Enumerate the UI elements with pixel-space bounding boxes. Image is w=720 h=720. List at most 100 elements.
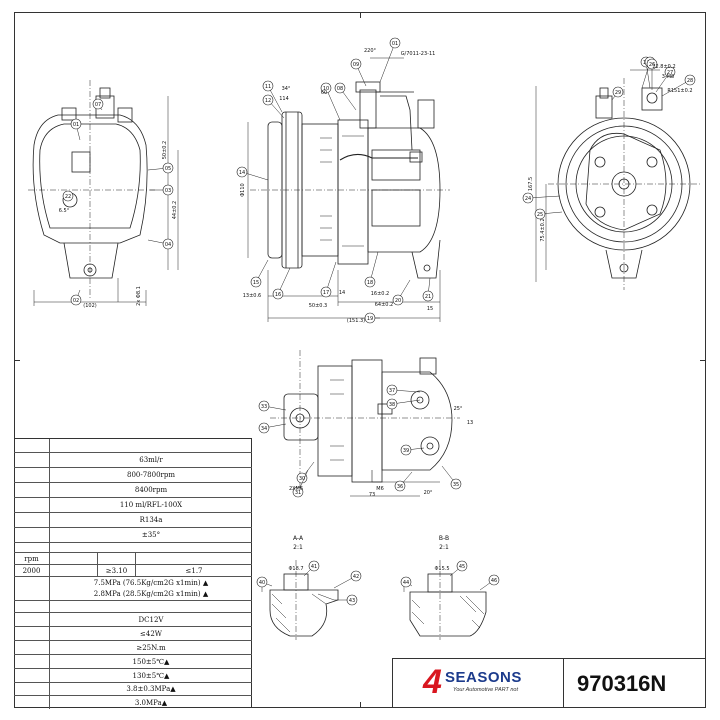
callout-number: 37: [389, 388, 395, 394]
callout-number: 03: [165, 188, 171, 194]
spec-row: [14, 543, 252, 553]
spec-refrigerant: R134a: [139, 516, 163, 524]
border-tick: [360, 702, 361, 708]
callout-bubble: [320, 82, 332, 94]
callout-number: 21: [425, 294, 431, 300]
section-bb: [403, 560, 487, 640]
dimension-label: (102): [83, 303, 96, 309]
dimension-label: 3-M8: [662, 74, 674, 80]
dimension-label: 14: [339, 290, 345, 296]
callout-bubble: [364, 312, 376, 324]
callout-bubble: [389, 37, 401, 49]
callout-leader: [661, 79, 691, 97]
spec-pressure-3: 3.0MPa▲: [134, 698, 168, 707]
spec-row: 800-7800rpm: [14, 468, 252, 483]
callout-bubble: [346, 594, 358, 606]
dimension-label: (151.3): [347, 318, 365, 324]
spec-power: ≤42W: [140, 629, 162, 638]
callout-leader: [379, 42, 396, 83]
callout-number: 38: [389, 402, 395, 408]
spec-voltage: DC12V: [138, 615, 164, 624]
border-tick: [14, 360, 20, 361]
callout-bubble: [350, 58, 362, 70]
brand-name: SEASONS: [445, 669, 522, 686]
callout-number: 45: [459, 564, 465, 570]
spec-row: DC12V: [14, 613, 252, 627]
callout-number: 02: [73, 298, 79, 304]
spec-displacement: 63ml/r: [139, 456, 163, 464]
callout-bubble: [162, 162, 174, 174]
callout-leader: [325, 87, 341, 121]
dimension-label: 2:1: [439, 544, 449, 551]
callout-bubble: [262, 94, 274, 106]
callout-bubble: [334, 82, 346, 94]
dimension-label: 2XM6: [289, 486, 303, 492]
callout-bubble: [386, 398, 398, 410]
dimension-label: 25°: [454, 406, 463, 412]
callout-group: 0101020304050708091011121314151617181920…: [62, 37, 696, 606]
callout-bubble: [684, 74, 696, 86]
callout-number: 34: [261, 426, 267, 432]
spec-row: [14, 601, 252, 613]
callout-number: 39: [403, 448, 409, 454]
callout-number: 46: [491, 578, 497, 584]
dimension-label: R151±0.2: [667, 88, 692, 94]
callout-number: 15: [253, 280, 259, 286]
callout-bubble: [400, 576, 412, 588]
dimension-label: 2x Φ8.1: [136, 286, 142, 306]
callout-number: 25: [537, 212, 543, 218]
part-number: 970316N: [577, 671, 667, 696]
spec-row: 63ml/r: [14, 453, 252, 468]
brand-logo-four: 4: [423, 663, 442, 701]
spec-angle: ±35°: [141, 531, 161, 539]
callout-bubble: [320, 286, 332, 298]
callout-bubble: [262, 80, 274, 92]
dimension-label: 44±0.2: [172, 201, 178, 220]
spec-row: ≤42W: [14, 627, 252, 641]
callout-number: 31: [295, 490, 301, 496]
spec-torque: ≥25N.m: [136, 643, 166, 652]
dimension-label: 114: [279, 96, 289, 102]
callout-number: 01: [73, 122, 79, 128]
callout-bubble: [62, 190, 74, 202]
spec-row: ≥25N.m: [14, 641, 252, 655]
callout-bubble: [256, 576, 268, 588]
callout-bubble: [70, 294, 82, 306]
dimension-label: 50±0.2: [162, 141, 168, 160]
dimension-label: 2:1: [293, 544, 303, 551]
spec-row: 2000 ≥3.10 ≤1.7: [14, 565, 252, 577]
dimension-label: 73: [369, 492, 375, 498]
dimension-label: 22.8±0.2: [652, 64, 675, 70]
callout-number: 19: [367, 316, 373, 322]
brand-tagline: Your Automotive PART not: [453, 687, 519, 693]
dimension-label: Φ15.5: [434, 566, 449, 572]
callout-bubble: [400, 444, 412, 456]
spec-rpm-le: ≤1.7: [185, 566, 203, 575]
callout-bubble: [450, 478, 462, 490]
dimension-label: G/7011-23-11: [401, 51, 436, 57]
callout-number: 01: [392, 41, 398, 47]
callout-bubble: [456, 560, 468, 572]
callout-number: 18: [367, 280, 373, 286]
callout-number: 28: [687, 78, 693, 84]
callout-bubble: [236, 166, 248, 178]
callout-number: 11: [265, 84, 271, 90]
dimension-label: 20°: [424, 490, 433, 496]
callout-number: 14: [239, 170, 245, 176]
callout-number: 42: [353, 574, 359, 580]
spec-row: 7.5MPa (76.5Kg/cm2G x1min) ▲ 2.8MPa (28.…: [14, 577, 252, 601]
callout-number: 17: [323, 290, 329, 296]
dimension-label: Φ110: [240, 183, 246, 196]
dimension-label: 60: [321, 90, 327, 96]
callout-number: 09: [353, 62, 359, 68]
callout-bubble: [272, 288, 284, 300]
spec-row: ±35°: [14, 528, 252, 543]
spec-temp-2: 130±5℃▲: [132, 671, 170, 680]
callout-number: 44: [403, 580, 409, 586]
left-side-view: [28, 80, 179, 306]
spec-row: 3.8±0.3MPa▲: [14, 683, 252, 696]
callout-number: 10: [323, 86, 329, 92]
spec-row: rpm: [14, 553, 252, 565]
